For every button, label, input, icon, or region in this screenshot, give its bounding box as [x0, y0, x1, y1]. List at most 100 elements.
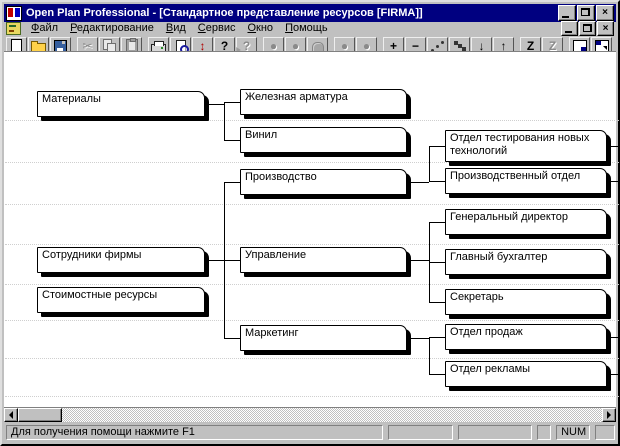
tree-node-label: Сотрудники фирмы [42, 249, 142, 261]
connector-line [429, 146, 445, 147]
tree-node-production[interactable]: Производство [240, 169, 407, 195]
connector-line [224, 140, 240, 141]
print-button[interactable] [148, 37, 169, 55]
expand-plus-icon: + [389, 39, 397, 53]
help-icon: ? [220, 39, 229, 53]
minimize-button[interactable] [558, 5, 576, 21]
connector-line [429, 181, 445, 182]
tree-node-label: Секретарь [450, 291, 504, 303]
resource-circle-query-button[interactable]: ● [285, 37, 306, 55]
tree-node-cost[interactable]: Стоимостные ресурсы [37, 287, 205, 313]
connector-line [209, 260, 224, 261]
zigzag-alt-button[interactable]: Z [542, 37, 563, 55]
window-new-icon [594, 40, 609, 52]
restore-button[interactable] [577, 5, 595, 21]
document-icon[interactable] [6, 22, 21, 35]
tree-node-label: Главный бухгалтер [450, 251, 548, 263]
close-icon: × [602, 7, 608, 18]
print-preview-button[interactable] [170, 37, 191, 55]
connector-line [611, 337, 620, 338]
menu-bar: Файл Редактирование Вид Сервис Окно Помощь × [4, 21, 616, 36]
row-guide-line [5, 358, 619, 359]
menu-item-edit[interactable]: Редактирование [70, 22, 154, 34]
row-guide-line [5, 396, 619, 397]
tree-node-management[interactable]: Управление [240, 247, 407, 273]
connector-line [611, 181, 620, 182]
status-panel [387, 424, 454, 440]
minimize-icon [565, 31, 572, 33]
connector-line [224, 338, 240, 339]
tree-node-label: Отдел тестирования новых технологий [450, 132, 590, 157]
tree-node-label: Отдел продаж [450, 326, 523, 338]
row-guide-line [5, 284, 619, 285]
tree-node-advertising[interactable]: Отдел рекламы [445, 361, 607, 387]
row-guide-line [5, 244, 619, 245]
tree-node-materials[interactable]: Материалы [37, 91, 205, 117]
new-file-button[interactable] [6, 37, 27, 55]
connector-line [429, 337, 445, 338]
tree-node-sales[interactable]: Отдел продаж [445, 324, 607, 350]
connector-line [429, 146, 430, 182]
tree-node-label: Материалы [42, 93, 101, 105]
connector-line [429, 262, 445, 263]
scroll-right-button[interactable] [602, 408, 616, 422]
arrow-right-icon [607, 411, 611, 419]
status-bar: Для получения помощи нажмите F1 NUM [4, 422, 616, 442]
tree-node-label: Генеральный директор [450, 211, 568, 223]
circle-a-icon: ● [340, 39, 349, 53]
status-panel [537, 424, 552, 440]
paste-button[interactable] [121, 37, 142, 55]
connector-line [429, 302, 445, 303]
close-button[interactable]: × [596, 5, 614, 21]
tree-node-accountant[interactable]: Главный бухгалтер [445, 249, 607, 275]
status-message: Для получения помощи нажмите F1 [6, 424, 383, 440]
resource-circle-query-icon: ● [291, 39, 300, 53]
close-icon: × [602, 22, 609, 34]
restore-icon [581, 8, 590, 16]
menu-item-help[interactable]: Помощь [285, 22, 328, 34]
horizontal-scrollbar[interactable] [4, 407, 616, 422]
connector-line [224, 102, 225, 140]
save-file-button[interactable] [50, 37, 71, 55]
tree-node-secretary[interactable]: Секретарь [445, 289, 607, 315]
resource-arch-button[interactable] [307, 37, 328, 55]
scrollbar-thumb[interactable] [18, 408, 62, 422]
child-restore-button[interactable] [579, 21, 596, 36]
minimize-icon [562, 16, 569, 18]
tree-node-proddept[interactable]: Производственный отдел [445, 168, 607, 194]
app-icon [6, 5, 22, 21]
tree-node-marketing[interactable]: Маркетинг [240, 325, 407, 351]
expand-plus-button[interactable]: + [383, 37, 404, 55]
connector-line [611, 146, 620, 147]
child-close-button[interactable]: × [597, 21, 614, 36]
tree-node-vinyl[interactable]: Винил [240, 127, 407, 153]
connector-line [411, 182, 429, 183]
tree-node-iron[interactable]: Железная арматура [240, 89, 407, 115]
menu-item-view[interactable]: Вид [165, 22, 186, 34]
menu-item-tools[interactable]: Сервис [197, 22, 236, 34]
connector-line [429, 222, 445, 223]
menu-item-window[interactable]: Окно [247, 22, 274, 34]
tree-node-label: Винил [245, 129, 278, 141]
row-guide-line [5, 162, 619, 163]
connector-line [429, 337, 430, 374]
connector-line [224, 182, 240, 183]
connector-line [209, 104, 224, 105]
row-guide-line [5, 120, 619, 121]
window-title: Open Plan Professional - [Стандартное пр… [26, 7, 423, 19]
child-minimize-button[interactable] [561, 21, 578, 36]
tree-node-ceo[interactable]: Генеральный директор [445, 209, 607, 235]
tree-node-testing[interactable]: Отдел тестирования новых технологий [445, 130, 607, 162]
menu-item-file[interactable]: Файл [31, 22, 59, 34]
status-panel [458, 424, 533, 440]
help-button[interactable]: ? [214, 37, 235, 55]
zigzag-alt-icon: Z [548, 39, 557, 53]
tree-node-staff[interactable]: Сотрудники фирмы [37, 247, 205, 273]
collapse-minus-button[interactable]: − [405, 37, 426, 55]
scroll-left-button[interactable] [4, 408, 18, 422]
tree-node-label: Управление [245, 249, 307, 261]
row-guide-line [5, 204, 619, 205]
title-bar[interactable]: Open Plan Professional - [Стандартное пр… [4, 4, 616, 22]
